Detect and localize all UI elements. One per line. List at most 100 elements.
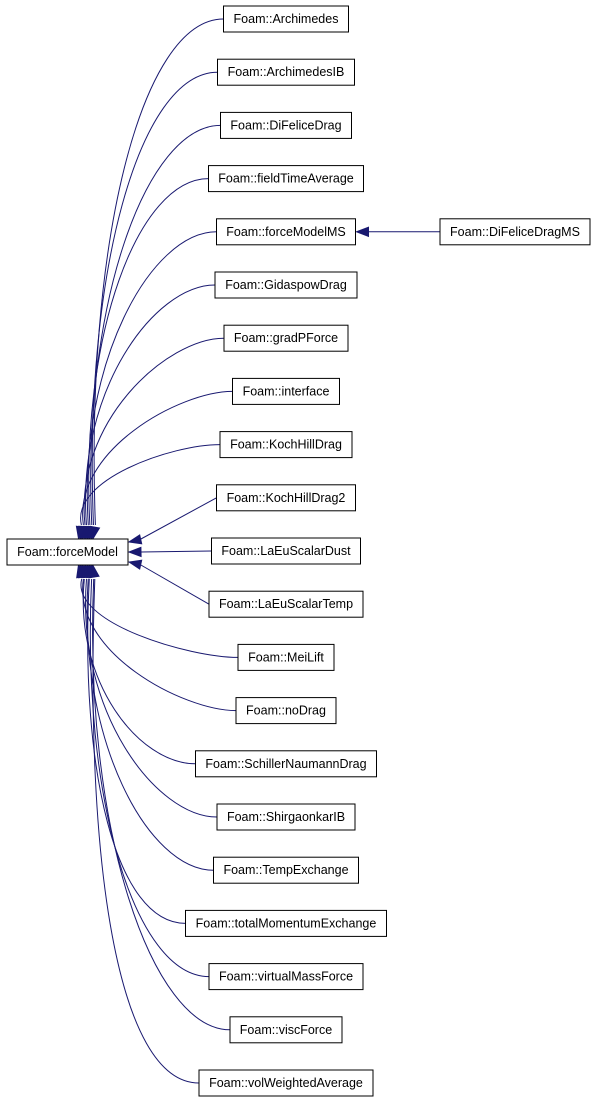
- edge-field-time-average-to-force-model: [84, 178, 209, 541]
- class-node-force-model-ms-box: [216, 218, 356, 246]
- edge-koch-hill-drag2-to-force-model-line: [139, 497, 217, 540]
- class-node-archimedes-ib-box: [217, 58, 355, 86]
- class-node-gidaspow-drag-label: Foam::GidaspowDrag: [225, 278, 347, 292]
- edge-koch-hill-drag-to-force-model: [75, 444, 221, 541]
- edge-grad-pforce-to-force-model-line: [83, 337, 225, 526]
- edge-vol-weighted-average-to-force-model-arrowhead: [89, 563, 100, 579]
- class-node-la-eu-scalar-temp-box: [208, 590, 364, 618]
- class-node-virtual-mass-force-label: Foam::virtualMassForce: [219, 970, 353, 984]
- edge-archimedes-to-force-model: [89, 18, 224, 541]
- class-node-di-felice-drag-box: [220, 111, 352, 139]
- class-node-temp-exchange[interactable]: Foam::TempExchange: [213, 856, 359, 884]
- class-node-no-drag-box: [235, 697, 337, 725]
- edge-no-drag-to-force-model-line: [82, 578, 237, 712]
- class-node-gidaspow-drag[interactable]: Foam::GidaspowDrag: [214, 271, 358, 299]
- class-node-interface[interactable]: Foam::interface: [232, 377, 340, 405]
- edge-di-felice-drag-to-force-model: [86, 124, 221, 541]
- class-node-schiller-naumann-drag[interactable]: Foam::SchillerNaumannDrag: [195, 750, 377, 778]
- class-node-no-drag[interactable]: Foam::noDrag: [235, 697, 337, 725]
- class-node-di-felice-drag[interactable]: Foam::DiFeliceDrag: [220, 111, 352, 139]
- class-node-total-momentum-exchange-label: Foam::totalMomentumExchange: [196, 916, 377, 930]
- class-node-shirgaonkar-ib-box: [216, 803, 356, 831]
- class-node-archimedes-label: Foam::Archimedes: [234, 12, 339, 26]
- class-node-total-momentum-exchange-box: [185, 909, 387, 937]
- edge-koch-hill-drag2-to-force-model: [127, 497, 217, 545]
- class-node-archimedes-ib[interactable]: Foam::ArchimedesIB: [217, 58, 355, 86]
- edge-vol-weighted-average-to-force-model-line: [92, 578, 200, 1084]
- edge-archimedes-to-force-model-line: [93, 18, 224, 526]
- class-node-force-model-ms[interactable]: Foam::forceModelMS: [216, 218, 356, 246]
- class-node-shirgaonkar-ib[interactable]: Foam::ShirgaonkarIB: [216, 803, 356, 831]
- class-node-interface-label: Foam::interface: [243, 384, 330, 398]
- edge-temp-exchange-to-force-model: [82, 563, 214, 871]
- edge-field-time-average-to-force-model-line: [88, 178, 209, 526]
- class-node-koch-hill-drag[interactable]: Foam::KochHillDrag: [219, 431, 353, 459]
- edge-la-eu-scalar-temp-to-force-model-line: [139, 564, 210, 605]
- class-node-la-eu-scalar-dust-label: Foam::LaEuScalarDust: [221, 544, 351, 558]
- class-node-mei-lift-box: [237, 643, 335, 671]
- inheritance-edges: [75, 18, 440, 1084]
- edge-la-eu-scalar-dust-to-force-model-line: [140, 550, 212, 553]
- base-class-node-label: Foam::forceModel: [17, 545, 118, 559]
- class-node-la-eu-scalar-dust[interactable]: Foam::LaEuScalarDust: [211, 537, 361, 565]
- edge-total-momentum-exchange-to-force-model-line: [87, 578, 186, 924]
- class-node-field-time-average[interactable]: Foam::fieldTimeAverage: [208, 165, 364, 193]
- class-node-visc-force-label: Foam::viscForce: [240, 1023, 332, 1037]
- class-node-schiller-naumann-drag-box: [195, 750, 377, 778]
- class-node-mei-lift-label: Foam::MeiLift: [248, 650, 324, 664]
- class-node-field-time-average-box: [208, 165, 364, 193]
- class-node-mei-lift[interactable]: Foam::MeiLift: [237, 643, 335, 671]
- class-node-la-eu-scalar-dust-box: [211, 537, 361, 565]
- edge-schiller-naumann-drag-to-force-model-line: [82, 578, 196, 765]
- class-node-total-momentum-exchange[interactable]: Foam::totalMomentumExchange: [185, 909, 387, 937]
- class-node-la-eu-scalar-temp-label: Foam::LaEuScalarTemp: [219, 597, 353, 611]
- class-node-la-eu-scalar-temp[interactable]: Foam::LaEuScalarTemp: [208, 590, 364, 618]
- edge-archimedes-ib-to-force-model-line: [91, 71, 218, 526]
- edge-total-momentum-exchange-to-force-model: [83, 563, 186, 924]
- edge-gidaspow-drag-to-force-model-line: [85, 284, 216, 526]
- class-node-shirgaonkar-ib-label: Foam::ShirgaonkarIB: [227, 810, 345, 824]
- class-node-virtual-mass-force-box: [208, 963, 364, 991]
- edge-di-felice-drag-ms-to-force-model-ms: [355, 226, 440, 238]
- edge-temp-exchange-to-force-model-line: [86, 578, 214, 871]
- class-node-temp-exchange-box: [213, 856, 359, 884]
- class-node-koch-hill-drag2[interactable]: Foam::KochHillDrag2: [216, 484, 356, 512]
- edge-virtual-mass-force-to-force-model-line: [89, 578, 210, 978]
- class-node-di-felice-drag-ms-box: [439, 218, 591, 246]
- edge-koch-hill-drag-to-force-model-line: [80, 444, 221, 526]
- class-node-temp-exchange-label: Foam::TempExchange: [223, 863, 348, 877]
- edge-force-model-ms-to-force-model: [82, 231, 217, 541]
- edge-shirgaonkar-ib-to-force-model: [80, 563, 218, 818]
- class-node-koch-hill-drag2-box: [216, 484, 356, 512]
- edge-shirgaonkar-ib-to-force-model-line: [85, 578, 218, 818]
- class-node-visc-force-box: [229, 1016, 343, 1044]
- class-node-virtual-mass-force[interactable]: Foam::virtualMassForce: [208, 963, 364, 991]
- class-node-vol-weighted-average-box: [198, 1069, 374, 1097]
- edge-la-eu-scalar-temp-to-force-model-arrowhead: [127, 559, 143, 570]
- base-class-node[interactable]: Foam::forceModel: [6, 538, 129, 566]
- class-node-visc-force[interactable]: Foam::viscForce: [229, 1016, 343, 1044]
- base-class-node-box: [6, 538, 129, 566]
- class-node-koch-hill-drag2-label: Foam::KochHillDrag2: [227, 491, 346, 505]
- class-node-grad-pforce[interactable]: Foam::gradPForce: [223, 324, 349, 352]
- class-node-archimedes-box: [223, 5, 349, 33]
- class-node-force-model-ms-label: Foam::forceModelMS: [226, 225, 345, 239]
- class-node-vol-weighted-average[interactable]: Foam::volWeightedAverage: [198, 1069, 374, 1097]
- edge-la-eu-scalar-dust-to-force-model: [127, 546, 212, 558]
- edge-no-drag-to-force-model: [77, 563, 237, 712]
- edge-di-felice-drag-ms-to-force-model-ms-arrowhead: [355, 226, 369, 238]
- class-node-archimedes[interactable]: Foam::Archimedes: [223, 5, 349, 33]
- edge-visc-force-to-force-model: [88, 563, 231, 1031]
- class-node-no-drag-label: Foam::noDrag: [246, 704, 326, 718]
- edge-interface-to-force-model: [77, 390, 233, 541]
- class-node-vol-weighted-average-label: Foam::volWeightedAverage: [209, 1076, 363, 1090]
- edge-force-model-ms-to-force-model-line: [86, 231, 217, 526]
- class-node-di-felice-drag-ms[interactable]: Foam::DiFeliceDragMS: [439, 218, 591, 246]
- class-node-gidaspow-drag-box: [214, 271, 358, 299]
- class-node-interface-box: [232, 377, 340, 405]
- edge-koch-hill-drag2-to-force-model-arrowhead: [127, 534, 143, 545]
- class-node-di-felice-drag-label: Foam::DiFeliceDrag: [230, 118, 341, 132]
- class-node-grad-pforce-label: Foam::gradPForce: [234, 331, 338, 345]
- class-node-field-time-average-label: Foam::fieldTimeAverage: [218, 172, 354, 186]
